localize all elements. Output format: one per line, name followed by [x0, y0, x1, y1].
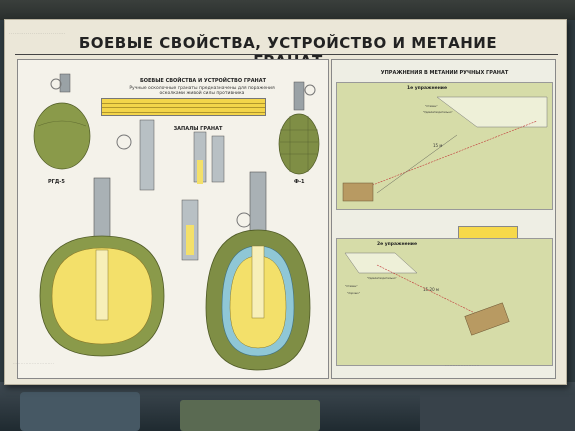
fuze-diagrams: [116, 119, 252, 261]
footer-print-left: . . . . . . . . . . . . . . . . . . . . …: [13, 362, 54, 365]
background-object: [420, 395, 575, 431]
grenade-illustrations: [33, 73, 320, 371]
target-label-1: "Стамен": [425, 105, 438, 108]
poster: . . . . . . . . . . . . . . . . . . . . …: [4, 19, 567, 385]
f1-cutaway: [205, 171, 311, 371]
exercise-1-diagram: [342, 96, 548, 202]
target-label-3: "Удовлетворительно": [367, 277, 397, 280]
title-rule: [15, 54, 558, 55]
target-label-5: "Хорошо": [347, 292, 360, 295]
distance-label-1: 15 м: [433, 143, 443, 148]
publisher-note: . . . . . . . . . . . . . . . . . . . . …: [9, 31, 66, 35]
background-object: [20, 392, 140, 431]
left-section-heading: БОЕВЫЕ СВОЙСТВА И УСТРОЙСТВО ГРАНАТ: [139, 78, 267, 84]
target-label-4: "Стамен": [345, 285, 358, 288]
target-label-2: "Удовлетворительно": [423, 111, 453, 114]
fuzes-heading: ЗАПАЛЫ ГРАНАТ: [173, 126, 223, 132]
footer-print-right: . . . . . . . . . . . . . . . . . . . . …: [445, 364, 480, 367]
right-section-heading: УПРАЖНЕНИЯ В МЕТАНИИ РУЧНЫХ ГРАНАТ: [380, 70, 509, 76]
rgd5-cutaway: [39, 177, 165, 357]
grenade-label-f1: Ф-1: [294, 179, 305, 185]
background-object: [180, 400, 320, 431]
exercise-2-label: 2е упражнение: [377, 242, 418, 247]
exercise-1-label: 1е упражнение: [407, 86, 448, 91]
exercise-2-diagram: [344, 252, 510, 336]
grenade-design-panel: БОЕВЫЕ СВОЙСТВА И УСТРОЙСТВО ГРАНАТ Ручн…: [17, 59, 329, 379]
f1-grenade-icon: [278, 81, 320, 175]
exercise-2-field: 2е упражнение "Удовлетворительно" "Стаме…: [336, 238, 553, 366]
intro-text: Ручные осколочные гранаты предназначены …: [129, 86, 275, 97]
throwing-exercises-panel: УПРАЖНЕНИЯ В МЕТАНИИ РУЧНЫХ ГРАНАТ 1е уп…: [331, 59, 556, 379]
distance-label-2: 15-20 м: [423, 287, 439, 292]
grenade-label-rgd5: РГД-5: [48, 179, 65, 185]
wall-background-top: [0, 0, 575, 20]
exercise-1-field: 1е упражнение "Стамен" "Удовлетворительн…: [336, 82, 553, 210]
rgd5-grenade-icon: [33, 73, 91, 170]
spec-table: [101, 98, 266, 116]
